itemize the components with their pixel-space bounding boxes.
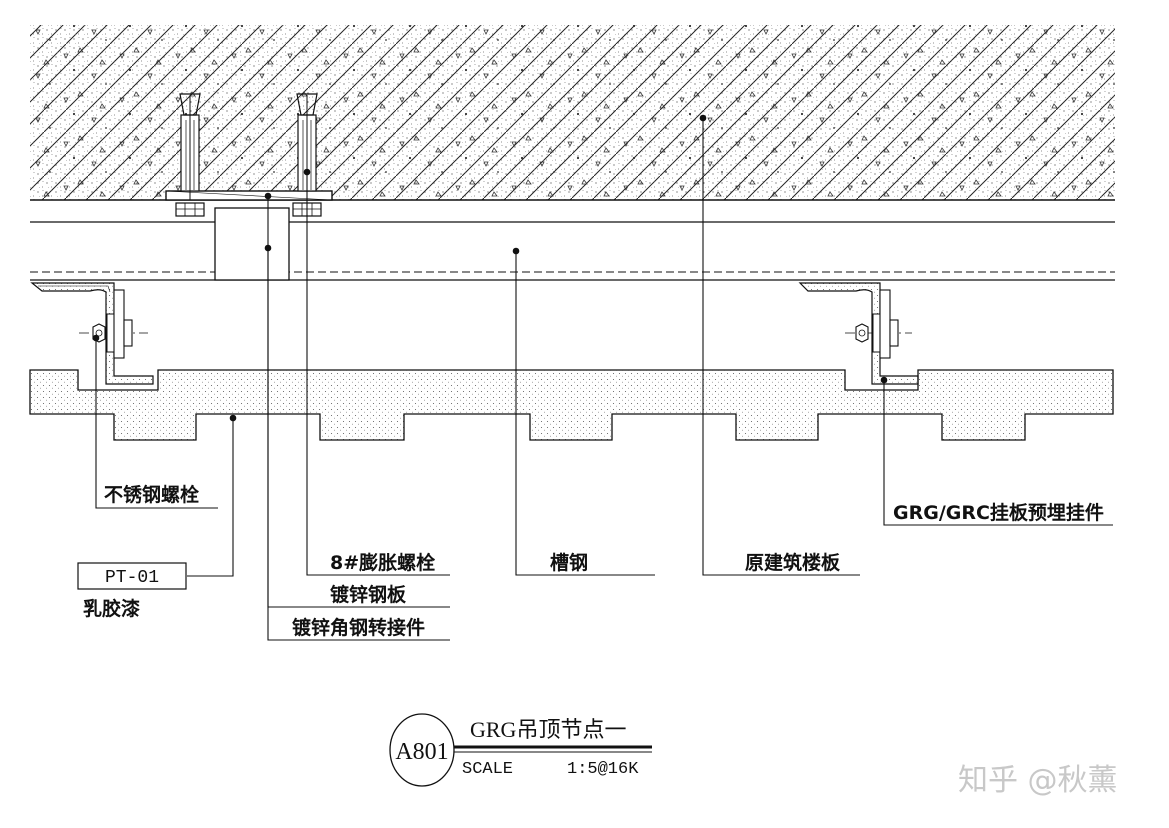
angle-bracket-left (30, 282, 154, 385)
label-galvanized-angle: 镀锌角钢转接件 (292, 616, 425, 639)
galvanized-angle-adapter-block (214, 207, 290, 281)
grg-ceiling-panel (29, 369, 1114, 441)
label-expansion-bolt: 8#膨胀螺栓 (330, 551, 435, 574)
label-latex-paint: 乳胶漆 (83, 597, 140, 620)
watermark: 知乎 @秋薰 (958, 763, 1118, 798)
label-building-slab: 原建筑楼板 (745, 551, 841, 574)
pt-code-box (77, 562, 187, 590)
expansion-bolt-right (292, 93, 322, 217)
concrete-slab (30, 25, 1115, 201)
label-channel-steel: 槽钢 (550, 551, 588, 574)
label-embedded-hanger: GRG/GRC挂板预埋挂件 (893, 501, 1104, 524)
label-stainless-bolt: 不锈钢螺栓 (104, 483, 199, 506)
leader-dots (92, 114, 888, 422)
drawing-title: GRG吊顶节点一 (470, 717, 626, 742)
expansion-bolt-left (175, 93, 205, 217)
scale-label: SCALE (462, 760, 513, 779)
scale-value: 1:5@16K (567, 760, 639, 779)
angle-bracket-right (798, 282, 919, 385)
title-block: A801 GRG吊顶节点一 SCALE 1:5@16K (389, 713, 652, 787)
galvanized-steel-plate (165, 190, 333, 201)
label-galvanized-plate: 镀锌钢板 (330, 583, 407, 606)
leader-lines (95, 118, 1113, 641)
label-pt-code: PT-01 (105, 568, 159, 588)
channel-steel (30, 221, 1115, 281)
drawing-code: A801 (395, 739, 448, 765)
